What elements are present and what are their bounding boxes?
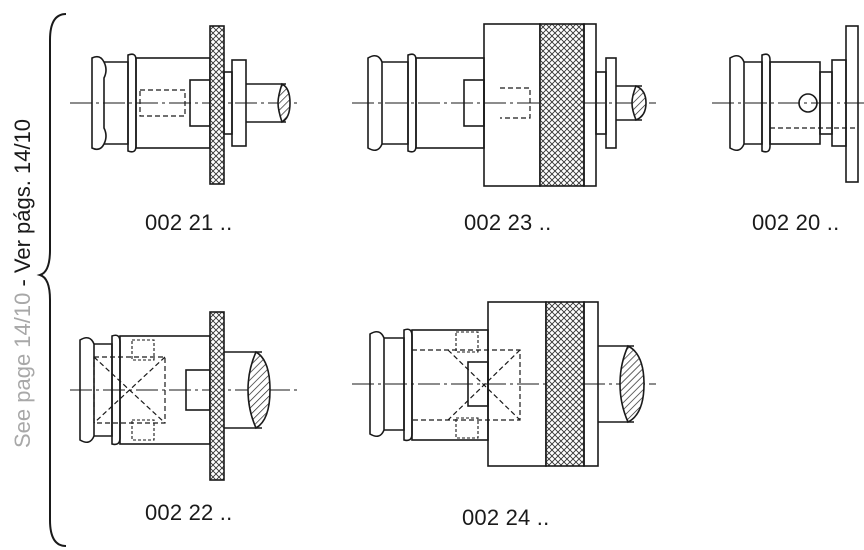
- part-caption-002-23: 002 23 ..: [464, 210, 552, 235]
- tap-adapter-002-24: [352, 301, 656, 467]
- side-label-english: See page 14/10: [10, 293, 35, 448]
- part-caption-002-20: 002 20 ..: [752, 210, 840, 235]
- tap-adapter-002-23: [352, 23, 656, 187]
- side-label-area: See page 14/10 - Ver págs. 14/10: [10, 13, 67, 547]
- part-caption-002-22: 002 22 ..: [145, 500, 233, 525]
- part-caption-002-21: 002 21 ..: [145, 210, 233, 235]
- side-label-spanish: - Ver págs. 14/10: [10, 119, 35, 293]
- tap-adapter-002-20: [712, 25, 864, 183]
- side-label: See page 14/10 - Ver págs. 14/10: [10, 119, 35, 448]
- tap-adapter-002-21: [70, 25, 300, 185]
- brace-icon: [36, 13, 67, 547]
- part-caption-002-24: 002 24 ..: [462, 505, 550, 530]
- tap-adapter-002-22: [70, 311, 300, 481]
